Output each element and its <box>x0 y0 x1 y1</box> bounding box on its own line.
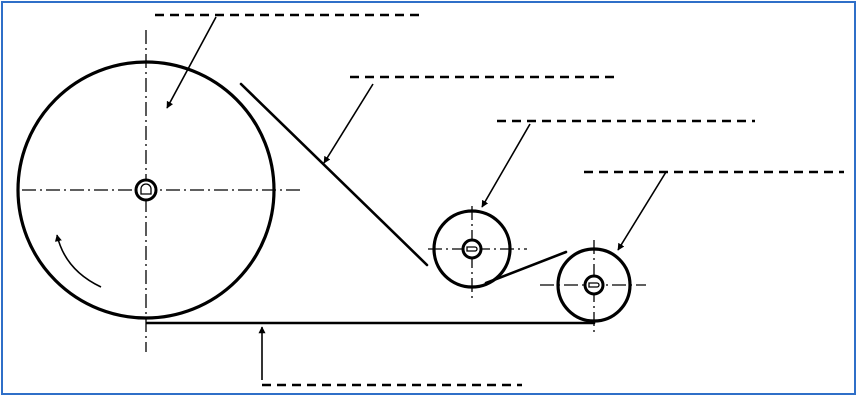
leader-belt-tight-side <box>323 83 374 164</box>
idler-pulley <box>428 206 527 298</box>
leader-tension-pulley <box>617 171 667 251</box>
leader-idler-pulley <box>481 123 531 208</box>
tension-pulley-keyed-bore <box>588 282 600 288</box>
leader-drive-pulley <box>166 16 217 109</box>
rotation-arrow-icon <box>54 234 102 288</box>
belt-upper-short-span <box>484 250 568 285</box>
drive-pulley <box>16 30 300 352</box>
tension-pulley <box>540 240 646 333</box>
belt-tight-side <box>239 82 429 267</box>
drive-pulley-keyed-bore <box>140 183 152 195</box>
idler-pulley-keyed-bore <box>466 246 478 252</box>
